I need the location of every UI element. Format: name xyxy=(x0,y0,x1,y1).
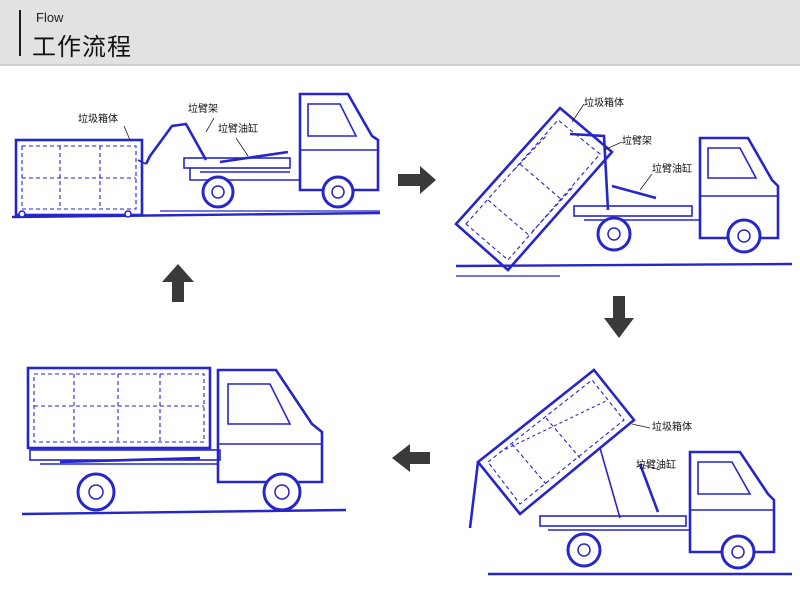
header-accent-bar xyxy=(19,10,21,56)
step-4-box-loaded xyxy=(21,366,347,516)
step1-label-box: 垃圾箱体 xyxy=(78,112,118,125)
step-2-box-lifting xyxy=(454,103,793,277)
workflow-diagram: 垃圾箱体 垃臂架 垃臂油缸 垃圾箱体 垃臂架 垃臂油缸 xyxy=(11,92,793,576)
step1-label-arm-cylinder: 垃臂油缸 xyxy=(218,122,258,135)
arrow-up-icon xyxy=(162,264,194,302)
step2-label-arm-cylinder: 垃臂油缸 xyxy=(652,162,692,175)
arrow-down-icon xyxy=(604,296,634,338)
step2-label-arm-frame: 垃臂架 xyxy=(622,134,652,147)
page-header: Flow 工作流程 xyxy=(0,0,800,66)
step-1-box-on-ground xyxy=(11,92,381,219)
arrow-left-icon xyxy=(392,444,430,472)
arrow-right-icon xyxy=(398,166,436,194)
step-3-dumping xyxy=(468,368,792,576)
step1-label-arm-frame: 垃臂架 xyxy=(188,102,218,115)
step3-label-box: 垃圾箱体 xyxy=(652,420,692,433)
step2-label-box: 垃圾箱体 xyxy=(584,96,624,109)
step3-label-arm-cylinder: 垃臂油缸 xyxy=(636,458,676,471)
page-title: 工作流程 xyxy=(32,33,132,61)
header-subtitle: Flow xyxy=(36,10,64,25)
